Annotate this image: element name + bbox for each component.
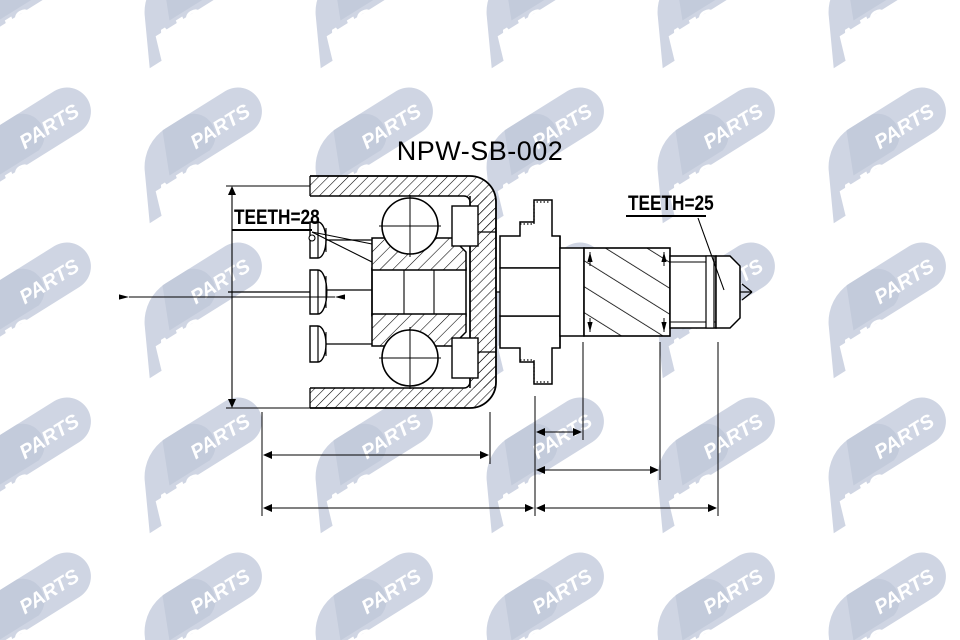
dim-overall-length <box>263 504 717 512</box>
dim-housing-length <box>263 451 489 459</box>
dim-flange-width <box>536 428 582 436</box>
housing-left-neck <box>309 221 328 363</box>
dim-shaft-length <box>536 466 659 474</box>
boot-retainer-flange <box>499 199 561 385</box>
dim-housing-diameter <box>119 185 345 409</box>
